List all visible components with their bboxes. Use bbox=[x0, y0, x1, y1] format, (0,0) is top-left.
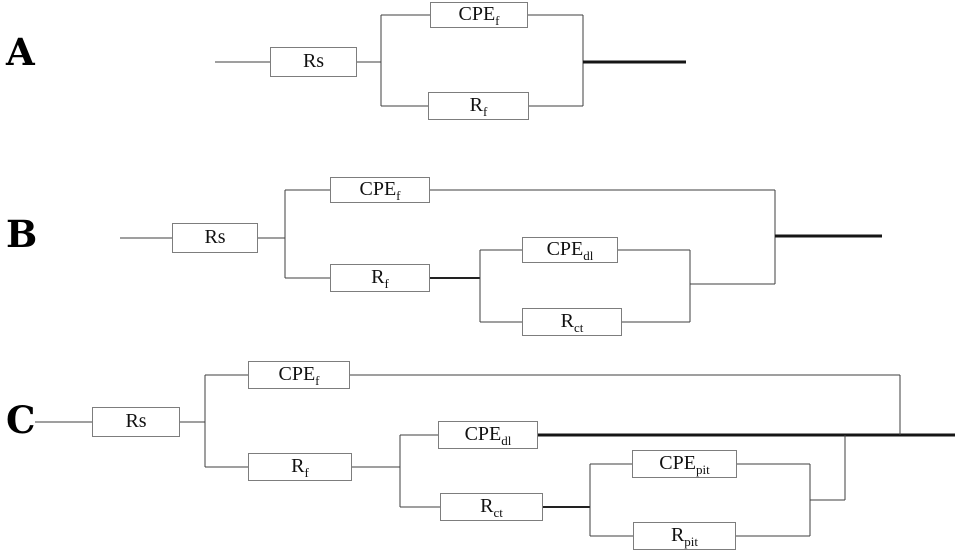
component-subscript: ct bbox=[573, 319, 584, 335]
component-label: R bbox=[670, 523, 685, 546]
circuit-b-wires bbox=[120, 189, 882, 323]
component-subscript: f bbox=[384, 275, 389, 291]
component-box-cpe-f-c: CPEf bbox=[248, 361, 350, 389]
component-box-cpe-f-a: CPEf bbox=[430, 2, 528, 28]
component-box-r-f-c: Rf bbox=[248, 453, 352, 481]
component-subscript: f bbox=[396, 187, 401, 203]
component-subscript: f bbox=[315, 372, 320, 388]
component-label: CPE bbox=[659, 451, 696, 474]
component-box-cpe-f-b: CPEf bbox=[330, 177, 430, 203]
component-subscript: f bbox=[483, 103, 488, 119]
component-box-r-f-a: Rf bbox=[428, 92, 529, 120]
component-label: CPE bbox=[464, 422, 502, 445]
component-subscript: pit bbox=[684, 533, 699, 549]
component-box-r-f-b: Rf bbox=[330, 264, 430, 292]
component-box-r-ct-b: Rct bbox=[522, 308, 622, 336]
circuit-a-wires bbox=[215, 14, 686, 107]
component-label: R bbox=[480, 494, 494, 517]
component-label: CPE bbox=[359, 177, 397, 200]
circuit-c-label: C bbox=[6, 398, 36, 442]
component-box-rs-b: Rs bbox=[172, 223, 258, 253]
component-box-r-ct-c: Rct bbox=[440, 493, 543, 521]
component-box-cpe-pit-c: CPEpit bbox=[632, 450, 737, 478]
circuit-a-label: A bbox=[6, 30, 35, 74]
component-box-cpe-dl-c: CPEdl bbox=[438, 421, 538, 449]
component-subscript: dl bbox=[583, 247, 594, 263]
component-label: CPE bbox=[278, 362, 316, 385]
circuit-c-wires bbox=[35, 374, 955, 537]
component-label: Rs bbox=[204, 225, 226, 248]
circuit-b-label: B bbox=[6, 212, 38, 256]
component-subscript: dl bbox=[501, 432, 512, 448]
component-label: R bbox=[291, 454, 305, 477]
component-subscript: pit bbox=[695, 461, 710, 477]
component-label: Rs bbox=[125, 409, 147, 432]
component-subscript: f bbox=[495, 12, 500, 28]
component-label: CPE bbox=[458, 2, 496, 25]
component-box-cpe-dl-b: CPEdl bbox=[522, 237, 618, 263]
component-label: R bbox=[469, 93, 483, 116]
component-label: R bbox=[371, 265, 385, 288]
component-subscript: ct bbox=[493, 504, 503, 520]
component-box-rs-a: Rs bbox=[270, 47, 357, 77]
component-box-rs-c: Rs bbox=[92, 407, 180, 437]
component-label: CPE bbox=[546, 237, 584, 260]
component-subscript: f bbox=[304, 464, 309, 480]
component-label: Rs bbox=[302, 49, 325, 72]
component-label: R bbox=[560, 309, 574, 332]
component-box-r-pit-c: Rpit bbox=[633, 522, 736, 550]
